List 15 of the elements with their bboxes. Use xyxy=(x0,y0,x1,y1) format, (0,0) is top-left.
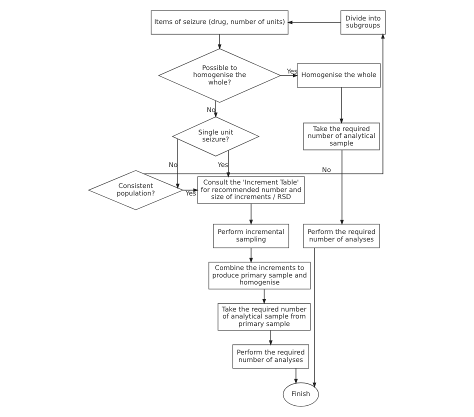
arrow xyxy=(143,33,385,174)
arrow xyxy=(312,248,316,388)
arrow xyxy=(340,150,344,226)
arrow xyxy=(340,87,344,124)
arrow xyxy=(280,74,298,78)
arrow xyxy=(218,34,222,50)
arrow xyxy=(294,368,298,384)
arrow xyxy=(214,100,218,118)
arrow xyxy=(287,20,342,24)
arrow xyxy=(249,248,253,264)
arrow xyxy=(268,330,273,346)
arrow xyxy=(262,288,266,304)
arrow xyxy=(176,138,180,189)
arrow xyxy=(182,188,199,192)
arrow xyxy=(249,203,253,225)
